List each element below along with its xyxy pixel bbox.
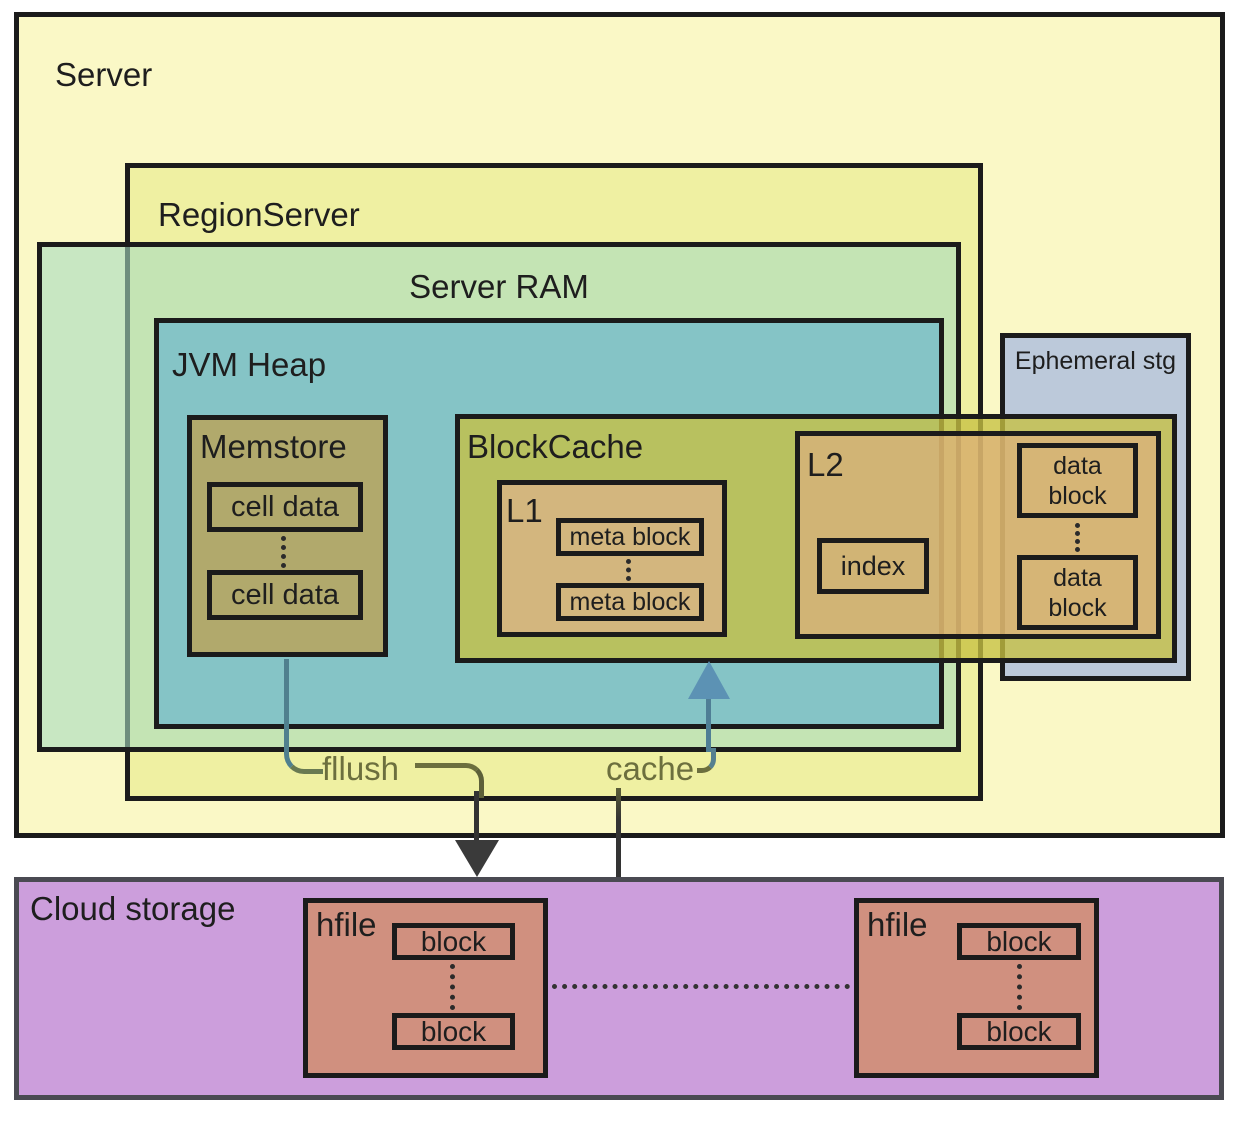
hfile2-block-box-1: block: [957, 923, 1081, 960]
hfile1-block-label-2: block: [420, 1015, 487, 1047]
hfile-continuation-dots: [552, 984, 850, 989]
cache-flow-label: cache: [606, 750, 695, 787]
flush-line-vertical: [474, 791, 479, 843]
meta-block-box-2: meta block: [556, 583, 704, 621]
hfile2-block-box-2: block: [957, 1013, 1081, 1050]
l2-label: L2: [807, 446, 844, 483]
hfile1-block-label-1: block: [420, 925, 487, 957]
cloud-storage-label: Cloud storage: [30, 890, 236, 927]
data-block-label-2: data block: [1048, 563, 1107, 622]
meta-block-label-2: meta block: [569, 587, 691, 616]
cache-line-from-cloud: [616, 788, 621, 877]
meta-block-label-1: meta block: [569, 522, 691, 551]
cache-line-elbow: [697, 748, 716, 773]
hfile1-block-box-1: block: [392, 923, 515, 960]
memstore-label: Memstore: [200, 428, 347, 465]
data-block-box-2: data block: [1017, 555, 1138, 630]
l1-label: L1: [506, 492, 543, 529]
server-label: Server: [55, 56, 153, 93]
hfile1-ellipsis-dots: [450, 964, 455, 1010]
hfile1-block-box-2: block: [392, 1013, 515, 1050]
data-block-box-1: data block: [1017, 443, 1138, 518]
l1-cache-box: [497, 480, 727, 637]
cache-arrowhead-up-icon: [688, 661, 730, 699]
cell-data-box-2: cell data: [207, 570, 363, 620]
hfile2-block-label-1: block: [986, 925, 1052, 957]
hfile2-block-label-2: block: [986, 1015, 1052, 1047]
data-block-label-1: data block: [1048, 451, 1107, 510]
memstore-ellipsis-dots: [281, 536, 286, 568]
ephemeral-storage-label: Ephemeral stg: [1014, 347, 1177, 375]
cell-data-label-2: cell data: [230, 578, 339, 611]
cache-line-vertical: [706, 697, 711, 752]
blockcache-label: BlockCache: [467, 428, 644, 465]
regionserver-label: RegionServer: [158, 196, 360, 233]
index-box: index: [817, 538, 929, 594]
data-block-ellipsis-dots: [1075, 523, 1080, 552]
jvm-heap-label: JVM Heap: [172, 346, 327, 383]
server-ram-label: Server RAM: [409, 268, 589, 305]
cell-data-label-1: cell data: [230, 490, 339, 523]
hfile-label-1: hfile: [316, 906, 377, 943]
meta-block-box-1: meta block: [556, 518, 704, 556]
flush-flow-label: fllush: [322, 750, 400, 787]
flush-line-elbow: [415, 763, 484, 798]
flush-arrowhead-down-icon: [455, 840, 499, 877]
hfile-label-2: hfile: [867, 906, 928, 943]
index-label: index: [840, 550, 906, 581]
flush-line-from-memstore: [284, 659, 323, 774]
cell-data-box-1: cell data: [207, 482, 363, 532]
hfile2-ellipsis-dots: [1017, 964, 1022, 1010]
l2-cache-box: [795, 431, 1161, 639]
l1-ellipsis-dots: [626, 559, 631, 581]
